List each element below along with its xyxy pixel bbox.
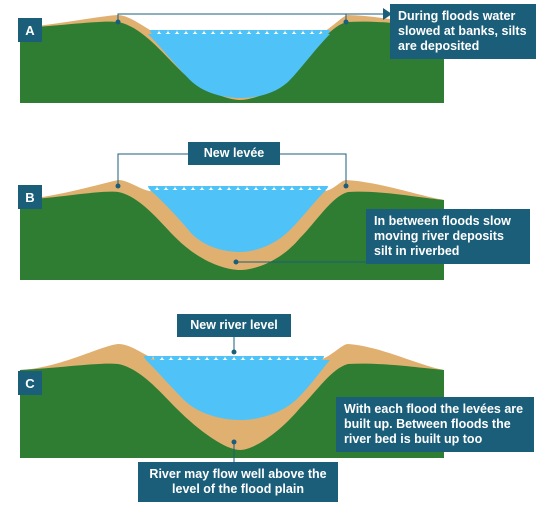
callout-riverbed-silt: In between floods slow moving river depo…: [366, 209, 530, 264]
panel-a-water-ripples: [150, 30, 330, 35]
panel-a-water: [148, 34, 330, 98]
panel-label-b: B: [18, 185, 42, 209]
panel-a-ground: [20, 21, 444, 103]
panel-c-water-ripples: [144, 356, 324, 361]
callout-levees-built-up: With each flood the levées are built up.…: [336, 397, 534, 452]
panel-b-cross-section: [20, 153, 444, 280]
panel-a-leader-line: [117, 13, 347, 22]
panel-b-water-ripples: [148, 186, 328, 191]
callout-new-river-level: New river level: [177, 314, 291, 337]
panel-label-c: C: [18, 371, 42, 395]
panel-b-water: [150, 190, 326, 252]
callout-new-levee: New levée: [188, 142, 280, 165]
panel-label-a: A: [18, 18, 42, 42]
callout-river-above-flood-plain: River may flow well above the level of t…: [138, 462, 338, 502]
panel-c-water: [146, 360, 330, 420]
panel-a-cross-section: [20, 8, 444, 103]
panel-b-ground: [20, 191, 444, 280]
callout-floods-silt-deposited: During floods water slowed at banks, sil…: [390, 4, 536, 59]
